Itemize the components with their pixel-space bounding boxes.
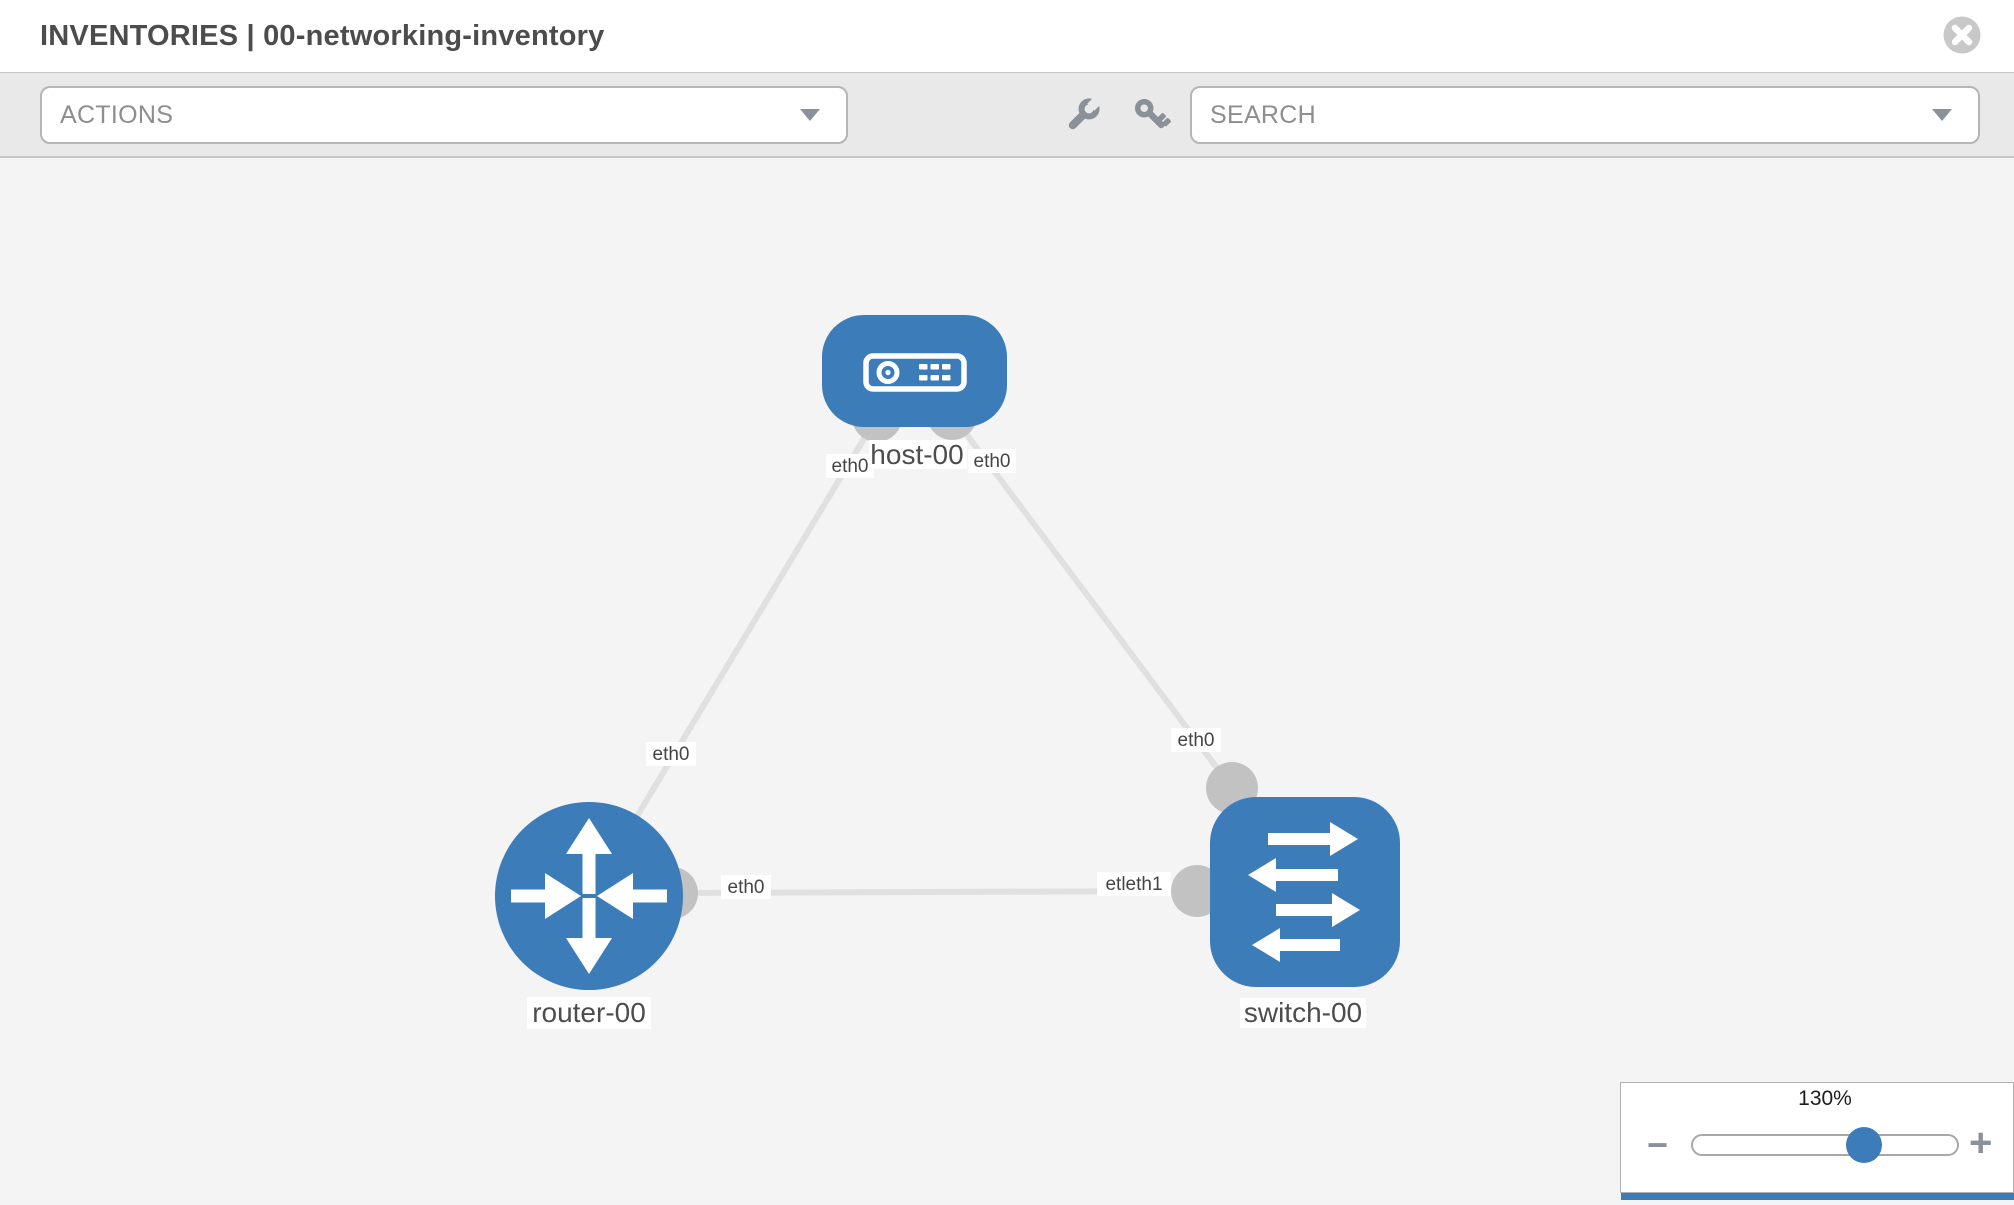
node-label-router-00: router-00 bbox=[527, 997, 651, 1029]
node-router-00[interactable] bbox=[495, 802, 683, 990]
configure-button[interactable] bbox=[1060, 94, 1104, 138]
svg-text:eth0: eth0 bbox=[1178, 730, 1215, 751]
zoom-control-panel: 130% − + bbox=[1620, 1082, 2014, 1193]
toolbar: ACTIONS SEARCH bbox=[0, 72, 2014, 158]
svg-text:eth0: eth0 bbox=[832, 456, 869, 477]
zoom-slider-track[interactable] bbox=[1691, 1134, 1959, 1156]
router-icon bbox=[511, 818, 667, 974]
interface-label-switch-left: etleth1 bbox=[1097, 872, 1171, 896]
zoom-level-value: 130% bbox=[1798, 1087, 1852, 1110]
interface-label-router-top: eth0 bbox=[646, 742, 696, 766]
close-circle-icon bbox=[1943, 16, 1981, 54]
svg-text:router-00: router-00 bbox=[532, 997, 646, 1028]
svg-text:eth0: eth0 bbox=[974, 451, 1011, 472]
wrench-icon bbox=[1068, 97, 1101, 130]
credentials-button[interactable] bbox=[1130, 94, 1174, 138]
interface-label-host-left: eth0 bbox=[826, 454, 874, 478]
node-label-switch-00: switch-00 bbox=[1240, 997, 1366, 1028]
interface-label-switch-top: eth0 bbox=[1171, 728, 1221, 752]
caret-down-icon bbox=[1932, 109, 1952, 121]
actions-dropdown-label: ACTIONS bbox=[60, 100, 174, 129]
interface-label-router-right: eth0 bbox=[721, 875, 771, 899]
svg-text:etleth1: etleth1 bbox=[1105, 874, 1162, 895]
svg-text:host-00: host-00 bbox=[870, 439, 963, 470]
actions-dropdown[interactable]: ACTIONS bbox=[40, 86, 848, 144]
key-icon bbox=[1134, 98, 1171, 129]
topology-canvas[interactable]: eth0 eth0 eth0 eth0 eth0 etleth1 host-00… bbox=[0, 158, 2014, 1200]
close-button[interactable] bbox=[1942, 15, 1982, 55]
interface-label-host-right: eth0 bbox=[968, 449, 1016, 473]
link-host-switch[interactable] bbox=[949, 413, 1235, 790]
switch-icon bbox=[1248, 822, 1360, 962]
plus-icon: + bbox=[1969, 1121, 1993, 1165]
node-host-00[interactable] bbox=[822, 315, 1007, 427]
footer-accent-bar bbox=[1621, 1193, 2014, 1200]
zoom-slider-thumb[interactable] bbox=[1846, 1127, 1882, 1163]
page-title: INVENTORIES | 00-networking-inventory bbox=[40, 20, 605, 52]
window-header: INVENTORIES | 00-networking-inventory bbox=[0, 0, 2014, 72]
search-dropdown[interactable]: SEARCH bbox=[1190, 86, 1980, 144]
minus-icon: − bbox=[1647, 1124, 1669, 1165]
caret-down-icon bbox=[800, 109, 820, 121]
node-switch-00[interactable] bbox=[1210, 797, 1400, 987]
zoom-out-button[interactable]: − bbox=[1647, 1127, 1668, 1163]
zoom-in-button[interactable]: + bbox=[1969, 1123, 1992, 1163]
topology-svg[interactable]: eth0 eth0 eth0 eth0 eth0 etleth1 host-00… bbox=[0, 158, 2014, 1200]
search-dropdown-label: SEARCH bbox=[1210, 100, 1316, 129]
svg-text:eth0: eth0 bbox=[653, 744, 690, 765]
host-icon bbox=[863, 353, 967, 392]
node-label-host-00: host-00 bbox=[869, 439, 967, 470]
svg-text:eth0: eth0 bbox=[728, 877, 765, 898]
svg-text:switch-00: switch-00 bbox=[1244, 997, 1362, 1028]
